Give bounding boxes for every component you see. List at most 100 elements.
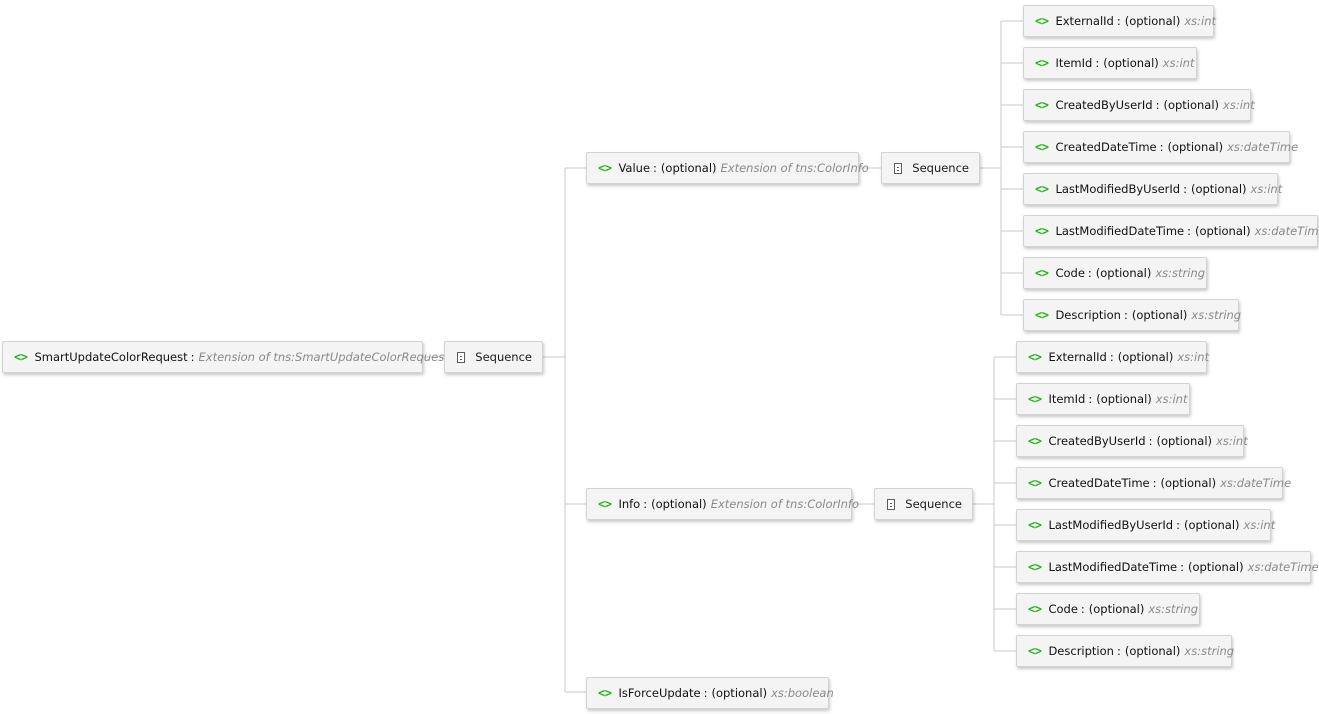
- field-optional: (optional): [1117, 350, 1174, 364]
- field-optional: (optional): [1095, 266, 1152, 280]
- field-optional: (optional): [1124, 14, 1181, 28]
- field-separator: :: [1087, 266, 1092, 280]
- field-separator: :: [1152, 476, 1157, 490]
- field-node-info-lastmodifieddatetime[interactable]: <> LastModifiedDateTime : (optional) xs:…: [1016, 551, 1319, 583]
- element-icon: <>: [1035, 266, 1049, 280]
- field-type: xs:int: [1250, 182, 1283, 196]
- field-name: LastModifiedByUserId: [1055, 182, 1181, 196]
- element-icon: <>: [1035, 98, 1049, 112]
- element-icon: <>: [1028, 560, 1042, 574]
- field-type: xs:string: [1148, 602, 1199, 616]
- field-name: CreatedByUserId: [1048, 434, 1146, 448]
- field-name: Code: [1048, 602, 1078, 616]
- field-type: xs:dateTime: [1220, 476, 1292, 490]
- element-icon: <>: [1035, 308, 1049, 322]
- element-node-info[interactable]: <> Info : (optional) Extension of tns:Co…: [586, 488, 859, 520]
- sequence-label: Sequence: [912, 161, 969, 175]
- field-separator: :: [1180, 560, 1184, 574]
- field-name: CreatedByUserId: [1055, 98, 1153, 112]
- field-name: CreatedDateTime: [1048, 476, 1150, 490]
- field-separator: :: [1080, 602, 1085, 616]
- element-icon: <>: [1028, 350, 1042, 364]
- element-name: IsForceUpdate: [618, 686, 701, 700]
- element-type: Extension of tns:SmartUpdateColorRequest: [198, 350, 449, 364]
- field-optional: (optional): [1190, 182, 1247, 196]
- element-icon: <>: [598, 161, 612, 175]
- element-optional: (optional): [651, 497, 707, 511]
- field-separator: :: [1088, 392, 1093, 406]
- element-node-isforceupdate[interactable]: <> IsForceUpdate : (optional) xs:boolean: [586, 677, 834, 709]
- field-node-value-externalid[interactable]: <> ExternalId : (optional) xs:int: [1023, 5, 1216, 37]
- field-type: xs:string: [1184, 644, 1235, 658]
- sequence-icon: [887, 498, 896, 510]
- field-separator: :: [1159, 140, 1164, 154]
- field-name: CreatedDateTime: [1055, 140, 1157, 154]
- element-node-value[interactable]: <> Value : (optional) Extension of tns:C…: [586, 152, 869, 184]
- field-optional: (optional): [1167, 140, 1224, 154]
- element-icon: <>: [14, 350, 28, 364]
- field-node-value-createdbyuserid[interactable]: <> CreatedByUserId : (optional) xs:int: [1023, 89, 1255, 121]
- element-icon: <>: [1028, 434, 1042, 448]
- field-type: xs:int: [1162, 56, 1195, 70]
- field-optional: (optional): [1194, 224, 1251, 238]
- field-type: xs:int: [1184, 14, 1216, 28]
- field-node-info-externalid[interactable]: <> ExternalId : (optional) xs:int: [1016, 341, 1209, 373]
- field-node-value-code[interactable]: <> Code : (optional) xs:string: [1023, 257, 1207, 289]
- element-separator: :: [643, 497, 648, 511]
- field-type: xs:string: [1155, 266, 1206, 280]
- element-icon: <>: [1035, 224, 1049, 238]
- field-name: ExternalId: [1055, 14, 1114, 28]
- sequence-label: Sequence: [905, 497, 962, 511]
- field-node-info-createdbyuserid[interactable]: <> CreatedByUserId : (optional) xs:int: [1016, 425, 1248, 457]
- field-node-info-code[interactable]: <> Code : (optional) xs:string: [1016, 593, 1200, 625]
- field-optional: (optional): [1156, 434, 1213, 448]
- field-optional: (optional): [1088, 602, 1145, 616]
- field-separator: :: [1116, 644, 1121, 658]
- element-icon: <>: [598, 686, 612, 700]
- element-optional: (optional): [711, 686, 768, 700]
- sequence-node-value[interactable]: Sequence: [881, 152, 980, 184]
- field-type: xs:int: [1243, 518, 1276, 532]
- field-node-info-description[interactable]: <> Description : (optional) xs:string: [1016, 635, 1235, 667]
- field-name: Description: [1055, 308, 1121, 322]
- sequence-node-info[interactable]: Sequence: [874, 488, 973, 520]
- field-name: Code: [1055, 266, 1085, 280]
- element-icon: <>: [1035, 140, 1049, 154]
- field-node-info-createddatetime[interactable]: <> CreatedDateTime : (optional) xs:dateT…: [1016, 467, 1291, 499]
- element-icon: <>: [1028, 518, 1042, 532]
- field-name: LastModifiedByUserId: [1048, 518, 1174, 532]
- element-icon: <>: [1028, 602, 1042, 616]
- root-sequence-node[interactable]: Sequence: [444, 341, 543, 373]
- element-icon: <>: [1028, 644, 1042, 658]
- field-optional: (optional): [1131, 308, 1188, 322]
- root-element-node[interactable]: <> SmartUpdateColorRequest : Extension o…: [2, 341, 449, 373]
- field-node-value-itemid[interactable]: <> ItemId : (optional) xs:int: [1023, 47, 1197, 79]
- field-optional: (optional): [1163, 98, 1220, 112]
- sequence-icon: [457, 351, 466, 363]
- field-type: xs:int: [1155, 392, 1188, 406]
- field-node-info-lastmodifiedbyuserid[interactable]: <> LastModifiedByUserId : (optional) xs:…: [1016, 509, 1275, 541]
- element-icon: <>: [1028, 476, 1042, 490]
- field-separator: :: [1116, 14, 1121, 28]
- element-separator: :: [653, 161, 657, 175]
- field-separator: :: [1183, 182, 1187, 196]
- field-node-value-lastmodifiedbyuserid[interactable]: <> LastModifiedByUserId : (optional) xs:…: [1023, 173, 1282, 205]
- field-node-value-lastmodifieddatetime[interactable]: <> LastModifiedDateTime : (optional) xs:…: [1023, 215, 1319, 247]
- element-type: Extension of tns:ColorInfo: [710, 497, 859, 511]
- field-node-value-description[interactable]: <> Description : (optional) xs:string: [1023, 299, 1242, 331]
- element-type: Extension of tns:ColorInfo: [720, 161, 869, 175]
- field-optional: (optional): [1096, 392, 1152, 406]
- field-separator: :: [1176, 518, 1180, 532]
- field-node-info-itemid[interactable]: <> ItemId : (optional) xs:int: [1016, 383, 1190, 415]
- field-type: xs:string: [1191, 308, 1242, 322]
- element-icon: <>: [1035, 182, 1049, 196]
- field-optional: (optional): [1183, 518, 1240, 532]
- field-name: ItemId: [1055, 56, 1093, 70]
- element-separator: :: [190, 350, 195, 364]
- field-optional: (optional): [1124, 644, 1181, 658]
- field-node-value-createddatetime[interactable]: <> CreatedDateTime : (optional) xs:dateT…: [1023, 131, 1298, 163]
- field-name: ExternalId: [1048, 350, 1107, 364]
- element-icon: <>: [1035, 56, 1049, 70]
- element-type: xs:boolean: [771, 686, 834, 700]
- field-separator: :: [1095, 56, 1100, 70]
